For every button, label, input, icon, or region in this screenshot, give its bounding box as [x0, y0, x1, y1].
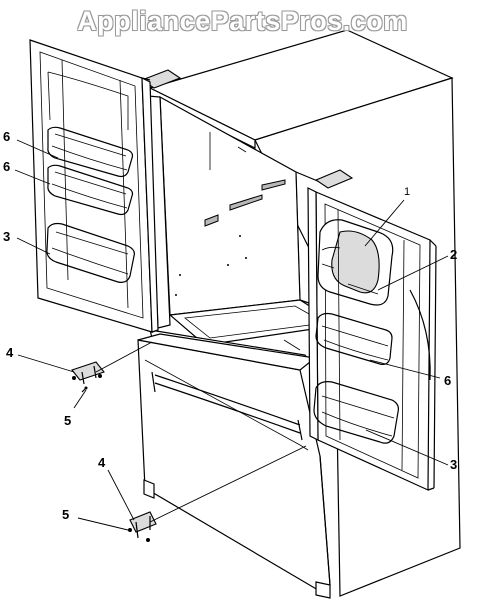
left-door	[29, 39, 159, 333]
callout-4-upper: 4	[6, 345, 14, 360]
leader-lines	[14, 139, 449, 531]
right-door	[307, 187, 437, 491]
callout-6-mid-left: 6	[3, 159, 11, 174]
callout-5-upper: 5	[64, 413, 72, 428]
callout-2: 2	[450, 247, 458, 262]
upper-hinge-screw	[81, 386, 88, 393]
freezer-drawer	[137, 333, 331, 599]
callout-3-left: 3	[3, 229, 11, 244]
callout-6-right: 6	[444, 373, 452, 388]
callout-6-upper-left: 6	[3, 129, 11, 144]
callout-5-lower: 5	[62, 507, 70, 522]
upper-hinge-bracket	[71, 361, 105, 385]
callout-1: 1	[404, 186, 411, 198]
watermark-text: AppliancePartsPros.com	[77, 6, 408, 36]
callout-3-right: 3	[450, 457, 458, 472]
lower-hinge-bracket	[128, 511, 157, 542]
callout-4-lower: 4	[98, 455, 106, 470]
